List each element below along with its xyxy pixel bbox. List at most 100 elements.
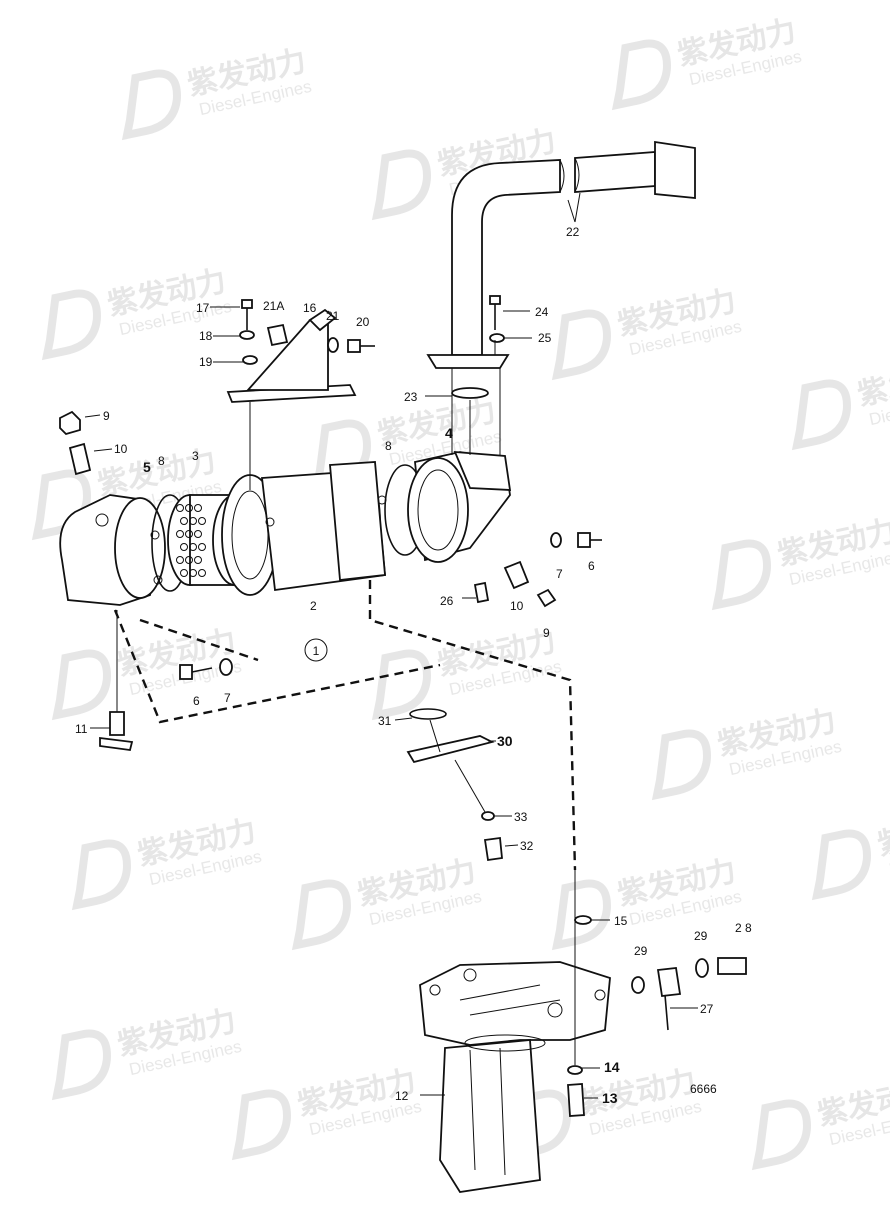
watermark-logo bbox=[121, 69, 181, 141]
filter-housing-12 bbox=[419, 961, 611, 1193]
tube-holes bbox=[176, 504, 206, 577]
oil-cooler-body bbox=[59, 450, 512, 606]
tube-hole bbox=[176, 504, 184, 512]
label-5: 5 bbox=[143, 459, 151, 475]
tube-hole bbox=[189, 569, 197, 577]
tube-hole bbox=[189, 517, 197, 525]
label-7-bottom: 7 bbox=[224, 691, 231, 705]
watermark-logo bbox=[371, 649, 431, 721]
label-3: 3 bbox=[192, 449, 199, 463]
label-8-right: 8 bbox=[385, 439, 392, 453]
label-23: 23 bbox=[404, 390, 418, 404]
watermark-logo bbox=[551, 309, 611, 381]
label-2: 2 bbox=[310, 599, 317, 613]
label-24: 24 bbox=[535, 305, 549, 319]
label-16: 16 bbox=[303, 301, 317, 315]
label-33: 33 bbox=[514, 810, 528, 824]
label-8-left: 8 bbox=[158, 454, 165, 468]
watermark-logo bbox=[41, 289, 101, 361]
watermark-logo bbox=[651, 729, 711, 801]
tube-hole bbox=[194, 530, 202, 538]
tube-hole bbox=[198, 517, 206, 525]
tube-hole bbox=[185, 504, 193, 512]
watermark-logo bbox=[511, 1089, 571, 1161]
tube-hole bbox=[185, 530, 193, 538]
label-12: 12 bbox=[395, 1089, 409, 1103]
label-32: 32 bbox=[520, 839, 534, 853]
label-13: 13 bbox=[602, 1090, 618, 1106]
label-17: 17 bbox=[196, 301, 210, 315]
watermark-logo bbox=[611, 39, 671, 111]
part-labels: 2 3 4 5 6 6 7 7 8 8 9 9 10 10 11 12 13 1… bbox=[75, 225, 752, 1106]
group-marker-circle bbox=[304, 638, 328, 662]
watermark-logo bbox=[231, 1089, 291, 1161]
label-9-bottom: 9 bbox=[543, 626, 550, 640]
label-18: 18 bbox=[199, 329, 213, 343]
label-6-right: 6 bbox=[588, 559, 595, 573]
watermark-logo bbox=[711, 539, 771, 611]
tube-hole bbox=[198, 543, 206, 551]
label-10-right: 10 bbox=[510, 599, 524, 613]
fasteners bbox=[59, 295, 747, 1117]
tube-hole bbox=[194, 556, 202, 564]
label-30: 30 bbox=[497, 733, 513, 749]
tube-hole bbox=[180, 517, 188, 525]
label-15: 15 bbox=[614, 914, 628, 928]
tube-hole bbox=[189, 543, 197, 551]
watermark-logo bbox=[51, 1029, 111, 1101]
label-31: 31 bbox=[378, 714, 392, 728]
watermark-brand: 紫发动力 bbox=[875, 805, 890, 862]
label-26: 26 bbox=[440, 594, 454, 608]
label-ticks bbox=[84, 192, 698, 1099]
label-21: 21 bbox=[326, 309, 340, 323]
tube-hole bbox=[198, 569, 206, 577]
label-9-top: 9 bbox=[103, 409, 110, 423]
watermark-logo bbox=[551, 879, 611, 951]
label-27: 27 bbox=[700, 1002, 714, 1016]
bracket-16 bbox=[226, 308, 357, 403]
leader-lines bbox=[113, 340, 577, 1065]
watermark-logo bbox=[291, 879, 351, 951]
label-4: 4 bbox=[445, 425, 453, 441]
watermark-logo bbox=[71, 839, 131, 911]
label-20: 20 bbox=[356, 315, 370, 329]
label-29-right: 29 bbox=[694, 929, 708, 943]
watermark-logo bbox=[811, 829, 871, 901]
label-10-left: 10 bbox=[114, 442, 128, 456]
label-19: 19 bbox=[199, 355, 213, 369]
label-6-bottom: 6 bbox=[193, 694, 200, 708]
diagram-id: 6666 bbox=[690, 1082, 717, 1096]
watermark-logo bbox=[751, 1099, 811, 1171]
tube-hole bbox=[180, 543, 188, 551]
exhaust-pipe-22 bbox=[426, 140, 696, 369]
label-28: 2 8 bbox=[735, 921, 752, 935]
watermark-logo bbox=[51, 649, 111, 721]
watermark-logo bbox=[371, 149, 431, 221]
label-25: 25 bbox=[538, 331, 552, 345]
watermark-logo bbox=[791, 379, 851, 451]
tube-hole bbox=[185, 556, 193, 564]
tube-hole bbox=[194, 504, 202, 512]
label-14: 14 bbox=[604, 1059, 620, 1075]
group-marker: 1 bbox=[313, 644, 320, 658]
label-11: 11 bbox=[75, 722, 88, 736]
label-22: 22 bbox=[566, 225, 580, 239]
tube-hole bbox=[176, 556, 184, 564]
label-7-right: 7 bbox=[556, 567, 563, 581]
tube-hole bbox=[180, 569, 188, 577]
tube-hole bbox=[176, 530, 184, 538]
